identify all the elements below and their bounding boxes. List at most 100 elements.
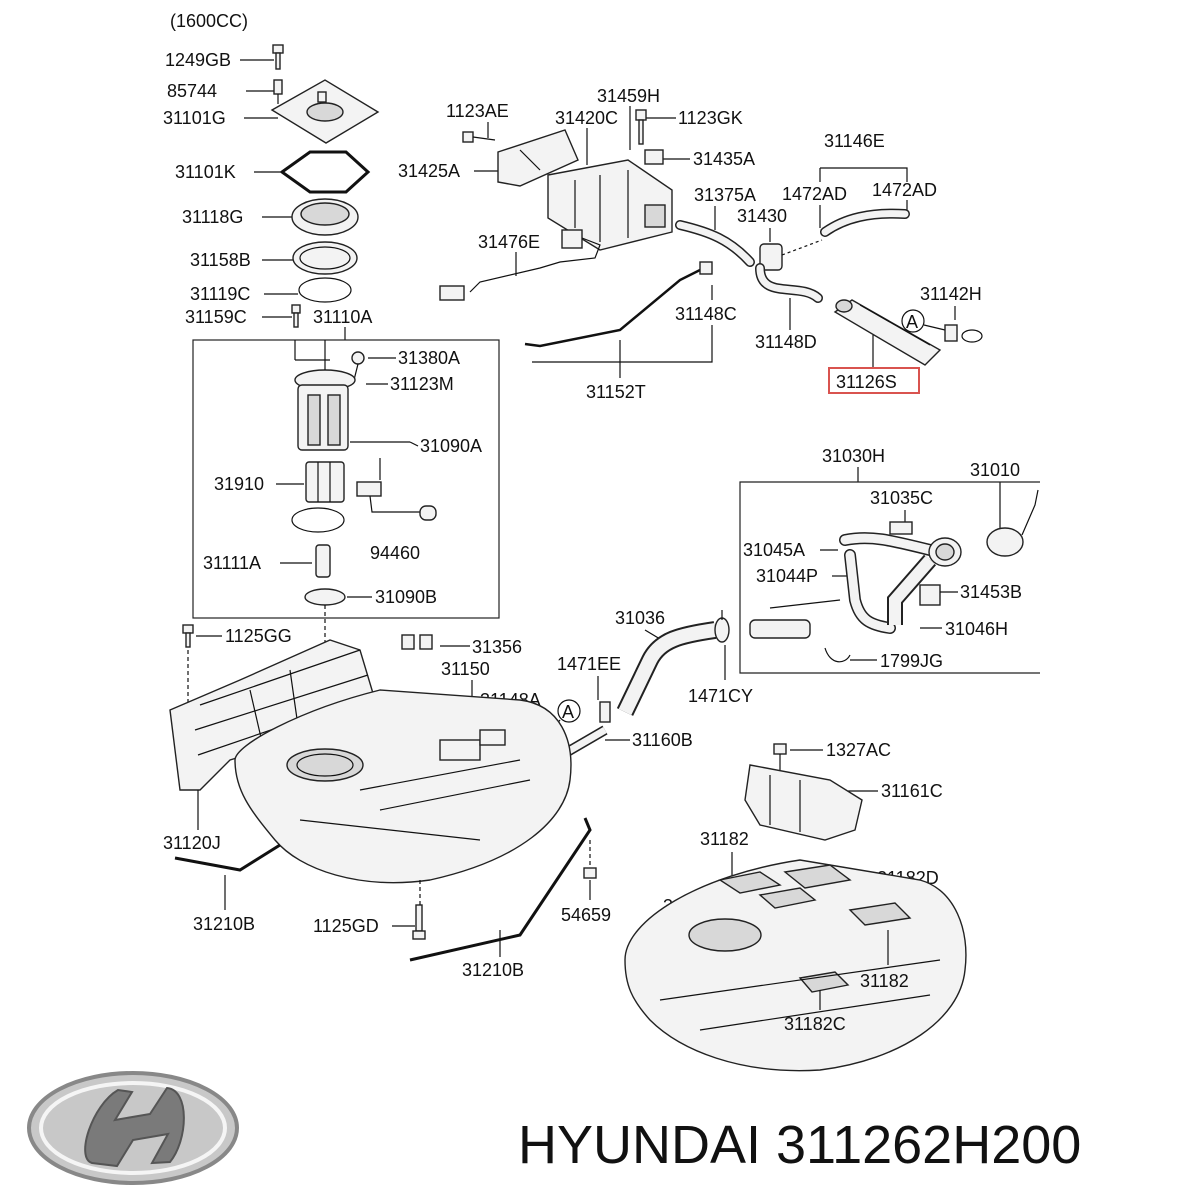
label-31111A: 31111A — [203, 553, 261, 573]
label-31090B: 31090B — [375, 587, 437, 607]
filler-neck-assembly — [749, 532, 962, 639]
label-1471CY: 1471CY — [688, 686, 753, 706]
label-31110A: 31110A — [313, 307, 372, 327]
label-31123M: 31123M — [390, 374, 454, 394]
circle-a-bottom: A — [562, 702, 574, 722]
label-31210B-b: 31210B — [462, 960, 524, 980]
strap-31210B-left — [174, 843, 281, 872]
fuel-tank-lower — [624, 859, 967, 1072]
label-31158B: 31158B — [190, 250, 251, 270]
label-31380A: 31380A — [398, 348, 460, 368]
label-31435A: 31435A — [693, 149, 755, 169]
label-31090A: 31090A — [420, 436, 482, 456]
clip-31435A — [644, 149, 664, 165]
label-31476E: 31476E — [478, 232, 540, 252]
bolt-1123GK — [635, 109, 647, 145]
clip-31035C — [889, 521, 913, 535]
label-31453B: 31453B — [960, 582, 1022, 602]
label-31045A: 31045A — [743, 540, 805, 560]
fuel-pump-module — [294, 340, 356, 451]
label-31420C: 31420C — [555, 108, 618, 128]
nut-1327AC — [773, 743, 787, 770]
harness-31476E — [439, 229, 601, 301]
label-31910: 31910 — [214, 474, 264, 494]
label-31120J: 31120J — [163, 833, 221, 853]
label-85744: 85744 — [167, 81, 217, 101]
label-31425A: 31425A — [398, 161, 460, 181]
highlight-box-31126S — [828, 367, 920, 394]
bolt-1125GD — [412, 904, 426, 940]
label-31182-c: 31182 — [860, 971, 909, 991]
label-1472AD-b: 1472AD — [872, 180, 937, 200]
label-31146E: 31146E — [824, 131, 885, 151]
screw-31159C — [291, 304, 301, 328]
label-31119C: 31119C — [190, 284, 250, 304]
label-31159C: 31159C — [185, 307, 247, 327]
label-31035C: 31035C — [870, 488, 933, 508]
clip-31148C — [699, 261, 713, 275]
label-31182C: 31182C — [784, 1014, 846, 1034]
label-31459H: 31459H — [597, 86, 660, 106]
label-1123AE: 1123AE — [446, 101, 509, 121]
pipe-31152T — [524, 268, 701, 348]
shield-31161C — [744, 764, 863, 841]
label-1123GK: 1123GK — [678, 108, 743, 128]
pump-motor-31111A — [315, 544, 331, 578]
label-1249GB: 1249GB — [165, 50, 231, 70]
sender-94460 — [356, 458, 437, 521]
clip-85744 — [273, 79, 283, 104]
label-31160B: 31160B — [632, 730, 693, 750]
label-1125GG: 1125GG — [225, 626, 292, 646]
circle-a-top: A — [906, 312, 918, 332]
label-94460: 94460 — [370, 543, 420, 563]
label-1471EE: 1471EE — [557, 654, 621, 674]
strainer-31090B — [304, 588, 346, 606]
clamp-1471EE — [599, 701, 611, 723]
label-31161C: 31161C — [881, 781, 943, 801]
gasket-31101K — [279, 150, 371, 194]
label-31044P: 31044P — [756, 566, 818, 586]
label-31150: 31150 — [441, 659, 490, 679]
label-31101K: 31101K — [175, 162, 236, 182]
canister — [547, 159, 673, 251]
filter-31126S — [833, 299, 942, 366]
hyundai-logo — [27, 1071, 239, 1185]
label-31142H: 31142H — [920, 284, 982, 304]
label-54659: 54659 — [561, 905, 611, 925]
label-1327AC: 1327AC — [826, 740, 891, 760]
label-31118G: 31118G — [182, 207, 243, 227]
fitting-31142H — [944, 324, 983, 343]
ring-31158B — [292, 241, 358, 275]
label-31030H: 31030H — [822, 446, 885, 466]
clip-31356 — [401, 634, 433, 650]
label-31126S: 31126S — [836, 372, 897, 392]
label-31036: 31036 — [615, 608, 665, 628]
pump-assembly-box — [192, 339, 500, 619]
bolt-1125GG — [182, 624, 194, 648]
ring-31118G — [291, 198, 359, 236]
reference-circle-a-bottom — [557, 699, 581, 723]
label-31430: 31430 — [737, 206, 787, 226]
label-31046H: 31046H — [945, 619, 1008, 639]
label-31101G: 31101G — [163, 108, 226, 128]
label-31375A: 31375A — [694, 185, 756, 205]
part-number-title: HYUNDAI 311262H200 — [518, 1115, 1081, 1175]
reference-circle-a-top — [901, 309, 925, 333]
nut-54659 — [583, 840, 597, 879]
label-1799JG: 1799JG — [880, 651, 943, 671]
vent-valve-31380A — [351, 351, 365, 381]
cover-plate-31101G — [270, 79, 380, 144]
label-31148D: 31148D — [755, 332, 817, 352]
valve-31430 — [759, 239, 823, 271]
label-31210B-a: 31210B — [193, 914, 255, 934]
bolt-1249GB — [272, 44, 284, 70]
fuel-tank — [234, 689, 572, 884]
filler-neck-box — [739, 481, 1040, 674]
clamp-1471CY — [714, 617, 730, 643]
engine-note: (1600CC) — [170, 11, 248, 31]
bolt-1123AE — [462, 131, 496, 143]
strap-31210B-right — [409, 817, 592, 962]
label-31356: 31356 — [472, 637, 522, 657]
bracket-31425A — [497, 129, 579, 187]
